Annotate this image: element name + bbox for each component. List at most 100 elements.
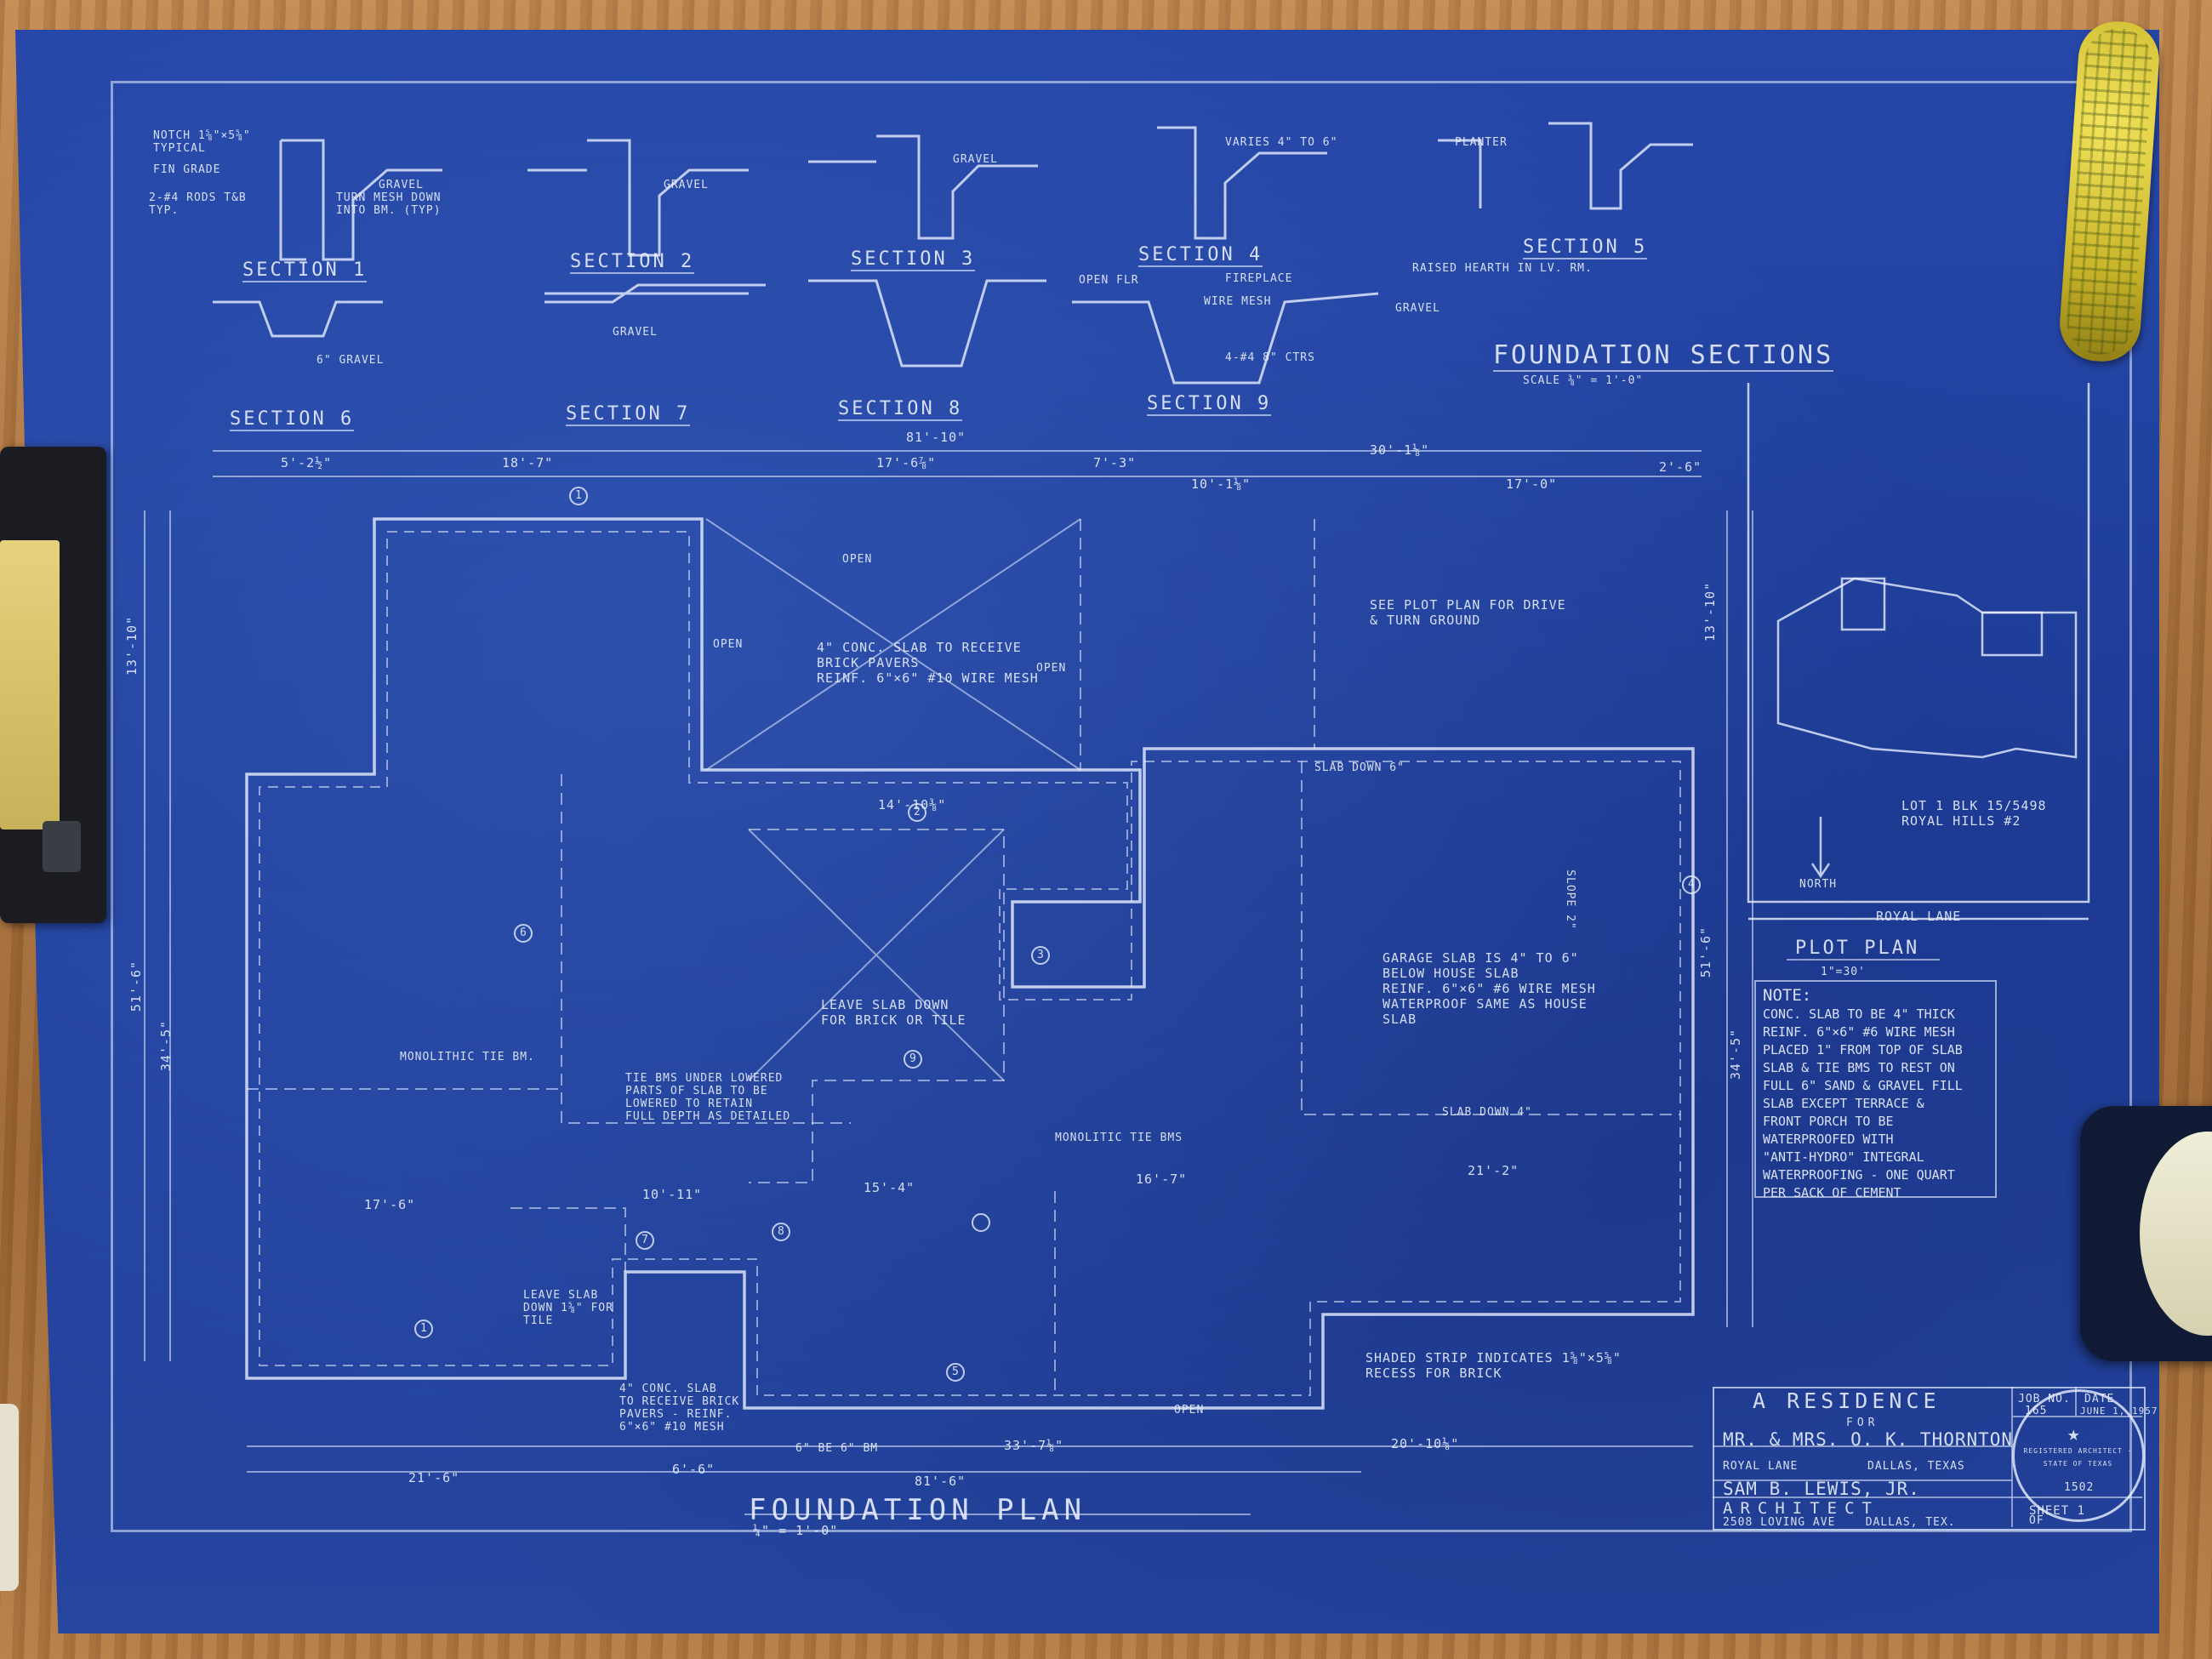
street-label: ROYAL LANE (1876, 909, 1962, 924)
lot-note: LOT 1 BLK 15/5498 ROYAL HILLS #2 (1901, 798, 2047, 829)
beam-note: 6" BE 6" BM (795, 1442, 879, 1455)
dim-17: 17'-6" (364, 1197, 416, 1212)
grid-mark-2: 2 (914, 806, 921, 818)
gravel-note-4: GRAVEL (1395, 302, 1440, 315)
section-3-label: SECTION 3 (851, 248, 976, 271)
dim-10: 10'-11" (642, 1187, 703, 1202)
title-block (1713, 1387, 2146, 1531)
open-bottom-note: OPEN (1174, 1404, 1205, 1417)
gravel-note-3: GRAVEL (953, 153, 998, 166)
grid-mark-1b: 1 (420, 1322, 428, 1335)
grid-mark-5: 5 (952, 1365, 960, 1378)
dim-d1: 5'-2½" (281, 455, 333, 470)
interior-beams (247, 519, 1680, 1395)
seal-star-icon: ★ (2067, 1422, 2081, 1445)
raised-hearth-note: RAISED HEARTH IN LV. RM. (1412, 262, 1593, 275)
dim-bottom2: 6'-6" (672, 1462, 715, 1477)
open-flr-note: OPEN FLR (1079, 274, 1139, 287)
dim-right2: 51'-6" (1698, 926, 1714, 978)
architect-seal: REGISTERED ARCHITECT · STATE OF TEXAS ★ … (2012, 1389, 2145, 1522)
street-name: ROYAL LANE (1723, 1460, 1799, 1473)
stapler-weight (0, 447, 106, 923)
seal-number: 1502 (2064, 1481, 2095, 1494)
of-label: OF (2029, 1514, 2044, 1527)
garage-note: GARAGE SLAB IS 4" TO 6" BELOW HOUSE SLAB… (1382, 950, 1596, 1027)
grid-mark-8: 8 (778, 1225, 785, 1238)
plot-title-underline (744, 959, 1940, 1515)
see-plot-note: SEE PLOT PLAN FOR DRIVE & TURN GROUND (1370, 597, 1566, 628)
dim-d4: 7'-3" (1093, 455, 1137, 470)
dim-bottom5: 20'-10⅛" (1391, 1436, 1460, 1451)
gravel-note-2: GRAVEL (664, 179, 709, 191)
section-1-label: SECTION 1 (242, 259, 368, 282)
slab-down-4-note: SLAB DOWN 4" (1442, 1106, 1532, 1119)
foundation-plan-outline (245, 517, 1695, 1410)
six-gravel-note: 6" GRAVEL (316, 354, 385, 367)
section-2-label: SECTION 2 (570, 251, 695, 274)
section-6-label: SECTION 6 (230, 408, 355, 431)
diagonal-lines (705, 518, 1081, 1081)
paper-edge (0, 1404, 19, 1591)
ctrs-note: 4-#4 8" CTRS (1225, 351, 1315, 364)
turn-mesh-note: TURN MESH DOWN INTO BM. (TYP) (336, 191, 442, 217)
grid-mark-1a: 1 (575, 489, 583, 502)
varies-note: VARIES 4" TO 6" (1225, 136, 1338, 149)
grid-mark-4: 4 (1688, 878, 1696, 891)
for-label: FOR (1846, 1417, 1879, 1429)
grid-mark-6: 6 (520, 926, 527, 939)
dim-d2: 18'-7" (502, 455, 554, 470)
residence-label: A RESIDENCE (1753, 1388, 1941, 1413)
section-details-top (279, 122, 1693, 261)
dim-bottom1: 21'-6" (408, 1470, 460, 1485)
dim-d8: 17'-0" (1506, 476, 1558, 492)
dim-overall-top: 81'-10" (906, 430, 966, 445)
foundation-sections-title: FOUNDATION SECTIONS (1493, 340, 1834, 372)
grid-mark-3: 3 (1037, 949, 1045, 961)
dim-d5: 30'-1⅛" (1370, 442, 1430, 458)
plot-plan-scale: 1"=30' (1821, 966, 1866, 978)
architect-role: ARCHITECT (1723, 1499, 1879, 1518)
fireplace-note: FIREPLACE (1225, 272, 1293, 285)
city-name: DALLAS, TEXAS (1867, 1460, 1965, 1473)
tie-bms-note: TIE BMS UNDER LOWERED PARTS OF SLAB TO B… (625, 1072, 791, 1123)
open-note-1: OPEN (713, 638, 744, 651)
planter-note: PLANTER (1455, 136, 1508, 149)
dim-21: 21'-2" (1468, 1163, 1519, 1178)
leave-slab-tile-note: LEAVE SLAB DOWN 1⅝" FOR TILE (523, 1289, 613, 1327)
seal-text: REGISTERED ARCHITECT · STATE OF TEXAS (2023, 1447, 2133, 1468)
gravel-note-1: GRAVEL (379, 179, 424, 191)
section-5-label: SECTION 5 (1523, 237, 1648, 259)
dim-left1: 13'-10" (124, 615, 140, 676)
open-note-3: OPEN (1036, 662, 1067, 675)
dim-bottom3: 81'-6" (915, 1474, 966, 1489)
rods-note: 2-#4 RODS T&B TYP. (149, 191, 247, 217)
monolithic-note-1: MONOLITHIC TIE BM. (400, 1051, 535, 1063)
blueprint-sheet (15, 30, 2159, 1633)
dim-d3: 17'-6⅞" (876, 455, 937, 470)
gravel-note-5: GRAVEL (613, 326, 658, 339)
client-label: MR. & MRS. O. K. THORNTON (1723, 1429, 2014, 1450)
conc-slab-note: 4" CONC. SLAB TO RECEIVE BRICK PAVERS RE… (817, 640, 1039, 686)
plot-plan-title: PLOT PLAN (1795, 938, 1920, 959)
section-4-label: SECTION 4 (1138, 244, 1263, 267)
foundation-sections-scale: SCALE ⅜" = 1'-0" (1523, 374, 1644, 387)
dim-d6: 2'-6" (1659, 459, 1702, 475)
section-7-label: SECTION 7 (566, 403, 691, 426)
cup-weight (2080, 1106, 2212, 1361)
section-9-label: SECTION 9 (1147, 393, 1272, 416)
dim-right1: 13'-10" (1702, 581, 1719, 642)
section-8-label: SECTION 8 (838, 398, 963, 421)
leave-slab-note: LEAVE SLAB DOWN FOR BRICK OR TILE (821, 997, 966, 1028)
section-details-bottom (213, 279, 1379, 385)
conc-slab-pavers-note: 4" CONC. SLAB TO RECEIVE BRICK PAVERS - … (619, 1382, 740, 1434)
grid-markers (414, 487, 1701, 1382)
foundation-plan-scale: ¼" = 1'-0" (753, 1523, 839, 1538)
dim-bottom4: 33'-7⅛" (1004, 1438, 1064, 1453)
dim-14: 14'-10⅜" (878, 797, 947, 812)
dim-right3: 34'-5" (1728, 1028, 1744, 1080)
architect-address: 2508 LOVING AVE DALLAS, TEX. (1723, 1516, 1956, 1529)
shaded-strip-note: SHADED STRIP INDICATES 1⅝"×5⅝" RECESS FO… (1365, 1350, 1622, 1381)
dim-15: 15'-4" (864, 1180, 915, 1195)
architect-name: SAM B. LEWIS, JR. (1723, 1479, 1920, 1499)
